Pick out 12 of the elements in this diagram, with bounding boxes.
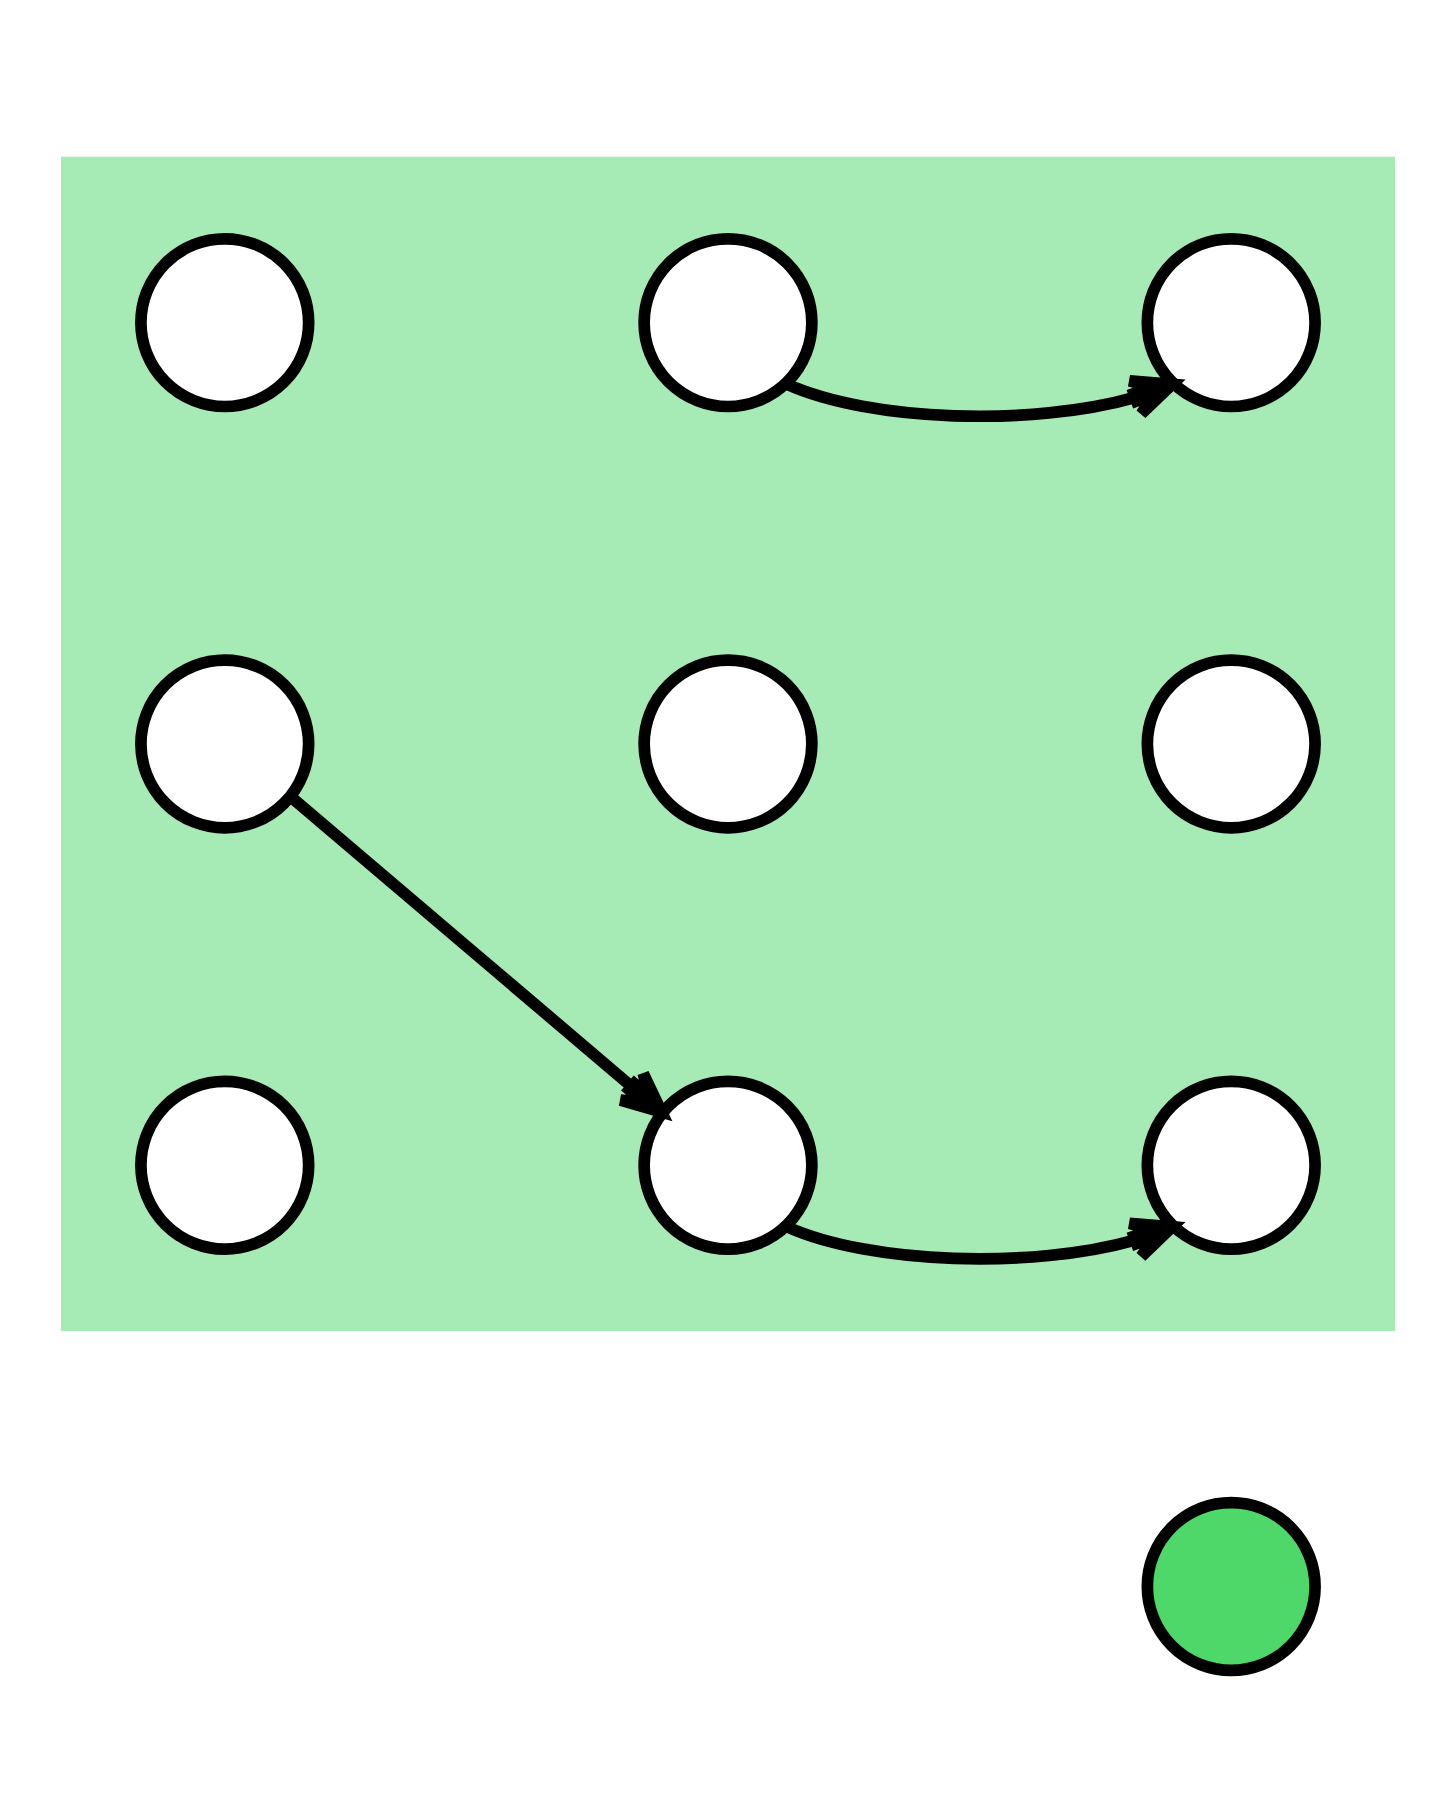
node-circle [1141,1496,1321,1677]
node-circle [135,1075,315,1255]
node-circle [1141,1075,1321,1255]
node-circle [638,1075,818,1255]
node-circle [1141,654,1321,834]
arrow [286,792,668,1118]
node-circle [135,654,315,834]
node-circle [135,232,315,413]
node-circle [1141,232,1321,413]
node-circle [638,654,818,834]
cluster [60,156,1396,1331]
node-circle [638,232,818,413]
